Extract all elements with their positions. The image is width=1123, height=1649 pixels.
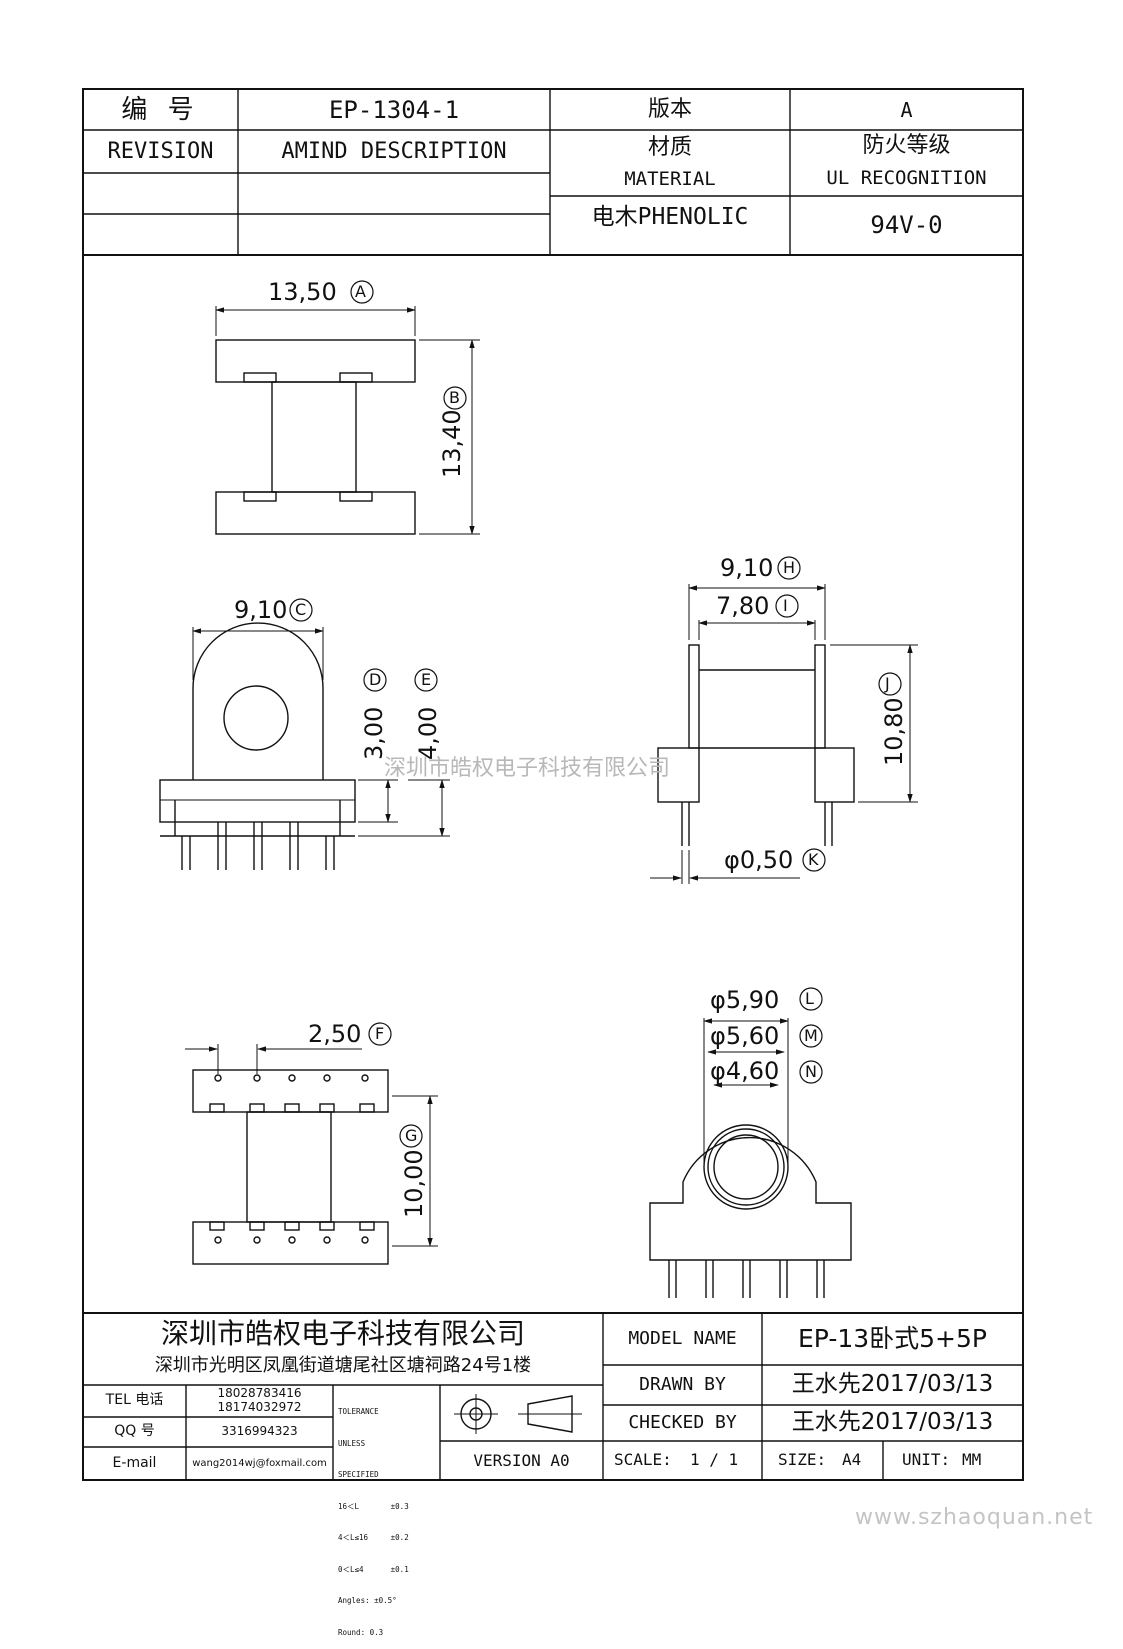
dim-g-tag: G: [405, 1126, 418, 1145]
fire-rating-label-en: UL RECOGNITION: [826, 166, 987, 189]
dim-m-tag: M: [804, 1026, 818, 1045]
dim-k-value: φ0,50: [724, 846, 794, 874]
title-block-grid: [83, 1312, 1023, 1480]
outer-frame: [82, 88, 1024, 1481]
dim-j-value: 10,80: [880, 697, 908, 766]
dim-l-value: φ5,90: [710, 986, 780, 1014]
drawing-sheet: [82, 88, 1024, 1481]
tel-label: TEL 电话: [105, 1392, 164, 1409]
tel-value-1: 18028783416: [217, 1386, 302, 1401]
revision-label: REVISION: [107, 138, 214, 164]
tel-value-2: 18174032972: [217, 1400, 302, 1414]
number-value: EP-1304-1: [328, 95, 460, 124]
tolerance-line: 16＜L ±0.3: [338, 1501, 409, 1511]
dim-f-tag: F: [375, 1024, 385, 1043]
tel-values: 18028783416 18174032972: [187, 1386, 332, 1416]
dim-c-tag: C: [295, 600, 307, 619]
checked-by-label: CHECKED BY: [628, 1412, 737, 1434]
dim-h-tag: H: [783, 558, 796, 577]
size-label: SIZE:: [778, 1450, 827, 1469]
fire-rating-value: 94V-0: [870, 210, 943, 239]
tolerance-line: 4＜L≤16 ±0.2: [338, 1533, 409, 1542]
company-address: 深圳市光明区凤凰街道塘尾社区塘祠路24号1楼: [154, 1355, 532, 1377]
tolerance-line: 0＜L≤4 ±0.1: [338, 1564, 409, 1574]
tolerance-line: SPECIFIED: [338, 1470, 379, 1479]
unit-value: MM: [962, 1450, 982, 1469]
dim-n-value: φ4,60: [710, 1057, 780, 1085]
dim-k-tag: K: [808, 850, 819, 869]
dim-h-value: 9,10: [720, 554, 774, 582]
material-label-cn: 材质: [647, 134, 692, 160]
email-label: E-mail: [112, 1454, 157, 1471]
company-name: 深圳市皓权电子科技有限公司: [160, 1316, 525, 1350]
unit-label: UNIT:: [902, 1450, 951, 1469]
dim-b-tag: B: [449, 388, 460, 407]
dim-l-tag: L: [805, 989, 814, 1008]
dim-a-value: 13,50: [268, 278, 337, 306]
dim-d-tag: D: [369, 670, 382, 689]
version-label: 版本: [647, 96, 692, 122]
fire-rating-label-cn: 防火等级: [862, 132, 951, 158]
checked-by-value: 王水先2017/03/13: [791, 1409, 994, 1436]
dim-c-value: 9,10: [234, 596, 288, 624]
dim-e-tag: E: [421, 670, 432, 689]
email-value: wang2014wj@foxmail.com: [192, 1458, 327, 1469]
dim-j-tag: J: [885, 674, 890, 693]
tolerance-line: UNLESS: [338, 1438, 366, 1448]
dim-a-tag: A: [355, 282, 366, 301]
tolerance-table: TOLERANCE UNLESS SPECIFIED 16＜L ±0.3 4＜L…: [338, 1386, 438, 1649]
drawn-by-value: 王水先2017/03/13: [791, 1371, 994, 1398]
scale-label: SCALE:: [614, 1450, 672, 1469]
tolerance-line: TOLERANCE: [338, 1407, 379, 1416]
number-label: 编 号: [121, 94, 200, 125]
dim-i-tag: I: [783, 596, 788, 615]
view-front-right: [650, 556, 918, 884]
version-text: VERSION A0: [473, 1450, 570, 1470]
scale-value: 1 / 1: [690, 1450, 739, 1469]
view-bottom-pins: [185, 1022, 438, 1265]
header-grid: [83, 89, 1023, 256]
dim-i-value: 7,80: [716, 592, 770, 620]
view-side-pins: [159, 598, 450, 870]
model-name-value: EP-13卧式5+5P: [798, 1324, 987, 1354]
tolerance-line: Round: 0.3: [338, 1627, 384, 1637]
material-label-en: MATERIAL: [624, 167, 716, 190]
size-value: A4: [842, 1450, 862, 1469]
view-end-circles: [649, 987, 852, 1298]
drawing-watermark: 深圳市皓权电子科技有限公司: [384, 756, 671, 781]
material-value: 电木PHENOLIC: [591, 204, 749, 231]
qq-value: 3316994323: [221, 1424, 298, 1439]
dim-m-value: φ5,60: [710, 1022, 780, 1050]
projection-symbol-icon: [454, 1394, 582, 1434]
dim-g-value: 10,00: [400, 1149, 428, 1218]
view-top-bobbin: [215, 280, 480, 535]
site-watermark: www.szhaoquan.net: [855, 1505, 1094, 1530]
drawn-by-label: DRAWN BY: [639, 1374, 726, 1396]
dim-f-value: 2,50: [308, 1020, 362, 1048]
dim-b-value: 13,40: [438, 409, 466, 478]
model-name-label: MODEL NAME: [628, 1328, 737, 1350]
dim-n-tag: N: [805, 1062, 817, 1081]
tolerance-line: Angles: ±0.5°: [338, 1596, 397, 1605]
qq-label: QQ 号: [114, 1423, 155, 1440]
version-value: A: [900, 98, 913, 122]
amend-description-label: AMIND DESCRIPTION: [281, 138, 507, 164]
